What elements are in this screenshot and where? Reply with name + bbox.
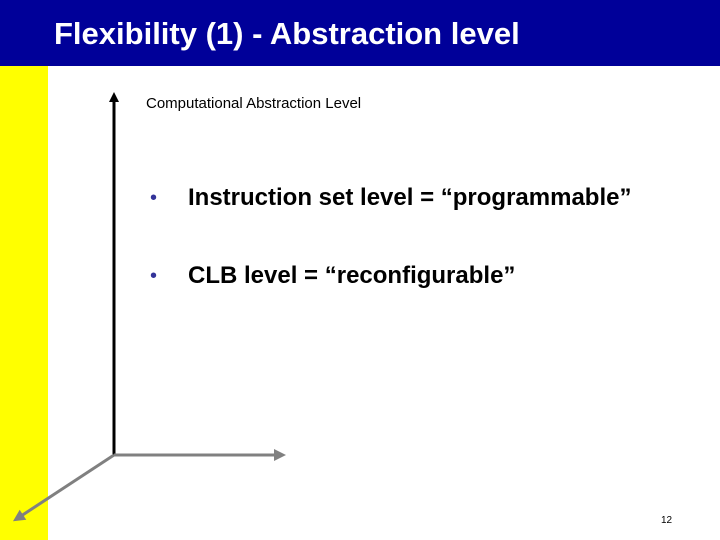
slide-title: Flexibility (1) - Abstraction level	[54, 16, 520, 51]
side-accent-bar	[0, 66, 48, 540]
axis-label-computational-abstraction: Computational Abstraction Level	[146, 95, 362, 112]
bullet-text: Instruction set level = “programmable”	[188, 184, 632, 211]
bullet-icon: •	[150, 187, 158, 209]
title-bar: Flexibility (1) - Abstraction level	[0, 0, 720, 66]
page-number: 12	[661, 515, 673, 526]
depth-axis-arrow	[12, 453, 115, 522]
bullet-text: CLB level = “reconfigurable”	[188, 262, 516, 289]
bullet-item-programmable: • Instruction set level = “programmable”	[150, 184, 631, 212]
bullet-icon: •	[150, 265, 158, 287]
bullet-item-reconfigurable: • CLB level = “reconfigurable”	[150, 262, 515, 290]
